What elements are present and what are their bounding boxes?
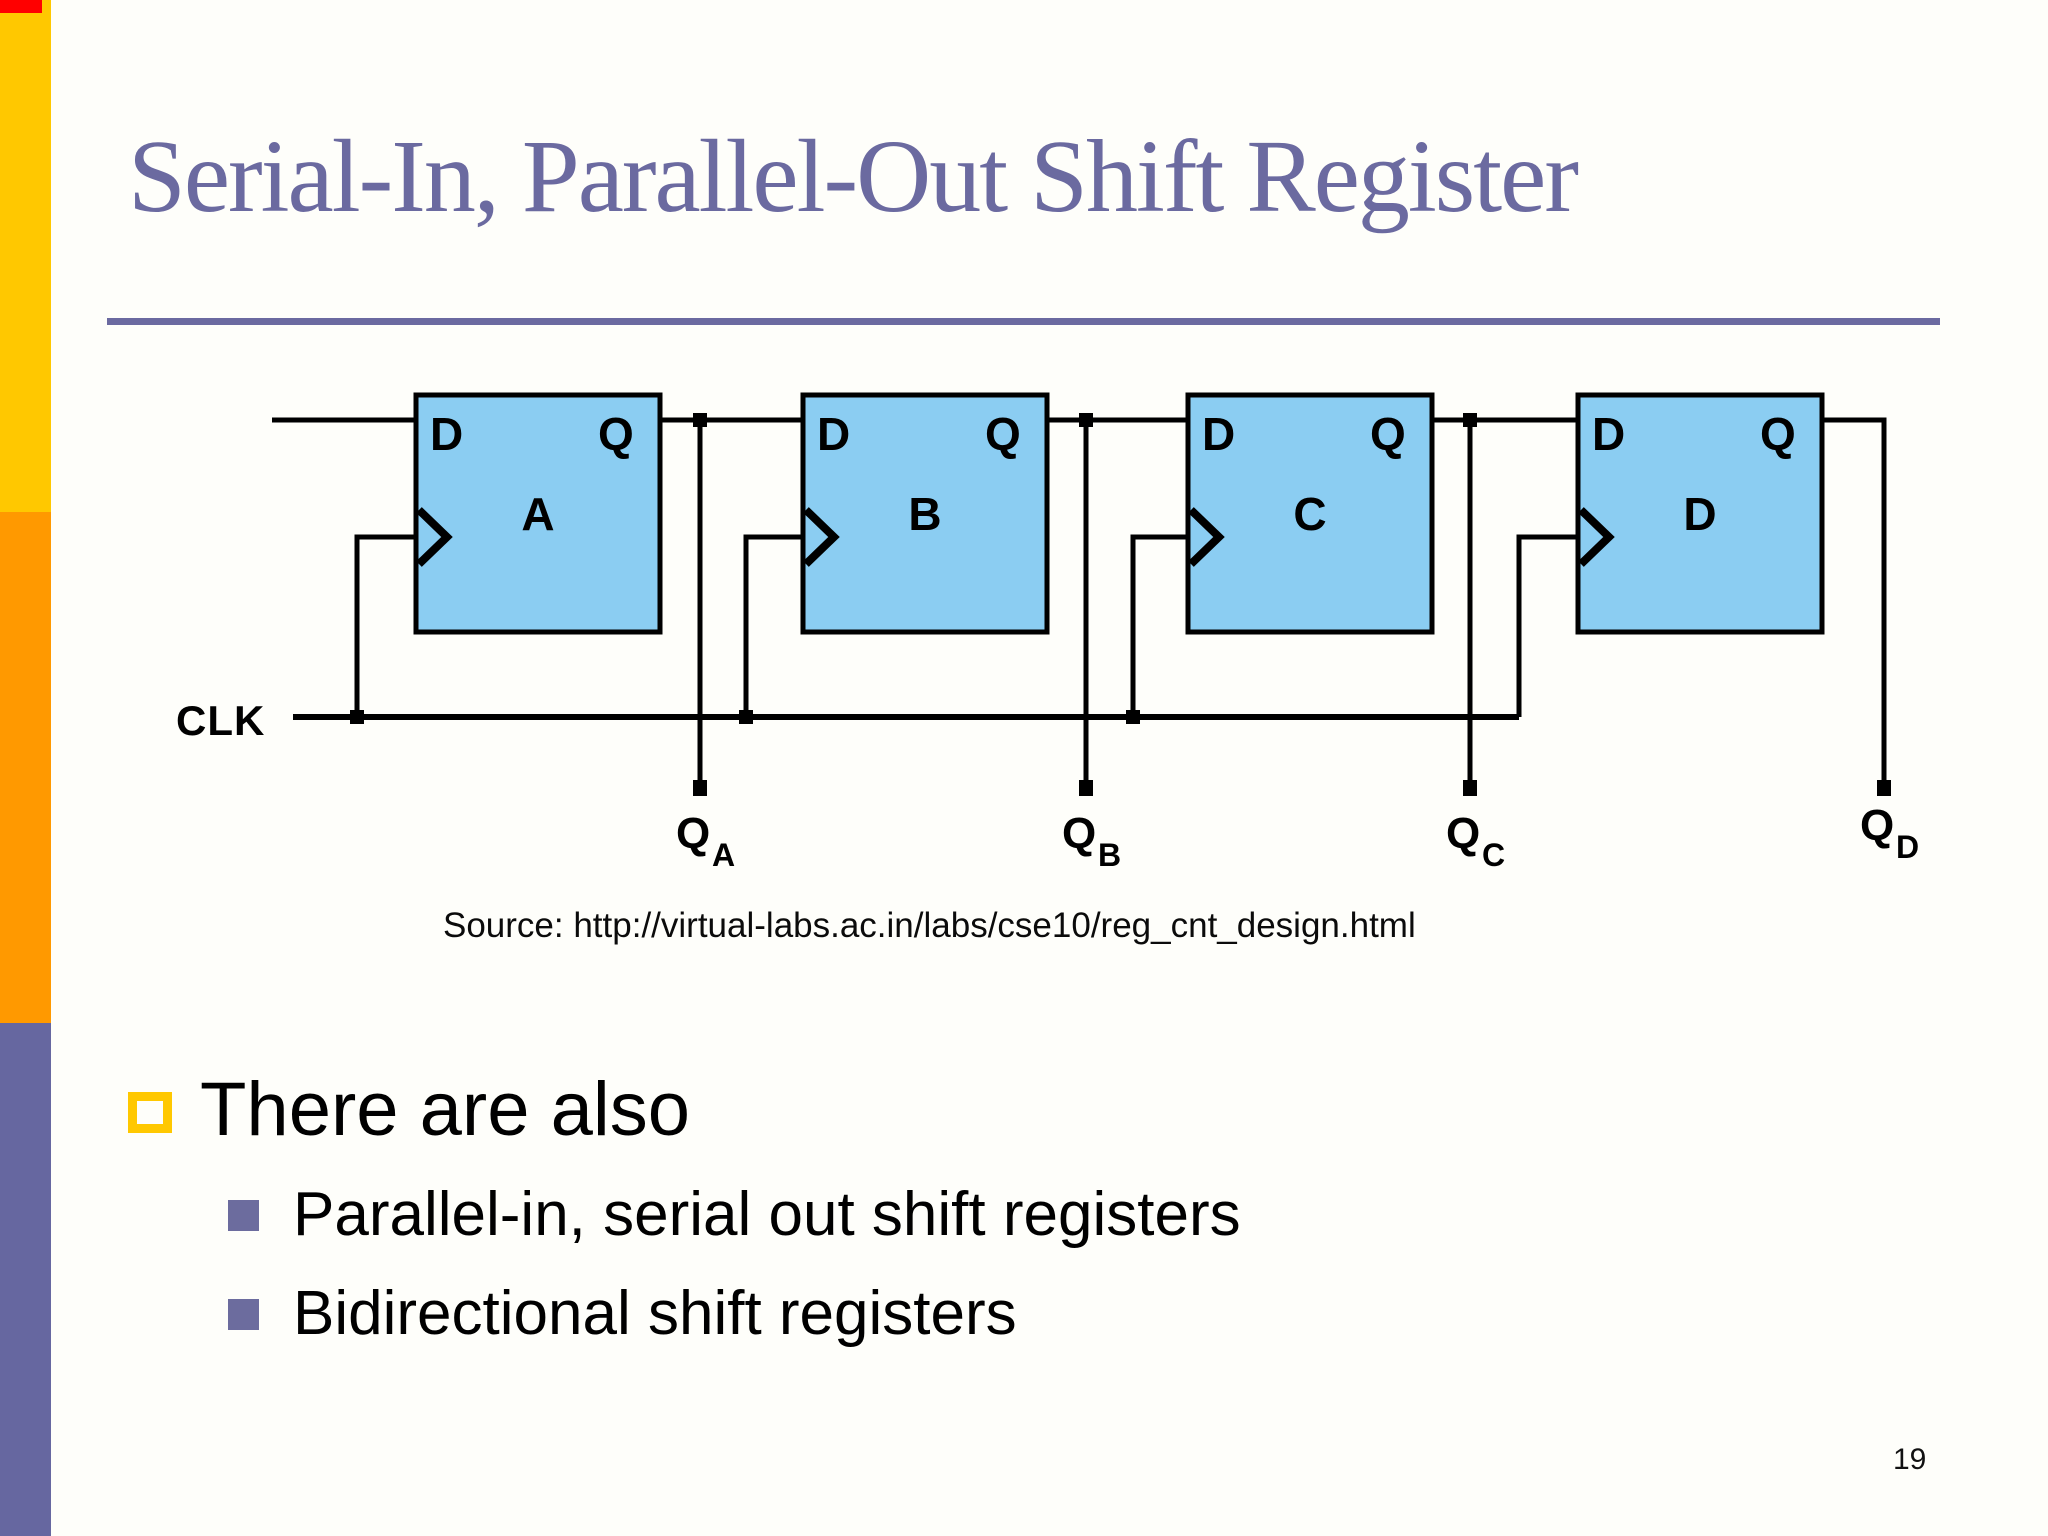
flipflop-d: D Q D <box>1575 392 1825 635</box>
output-label-qa-subscript: A <box>712 837 735 873</box>
flipflop-c-d-pin: D <box>1202 408 1235 460</box>
flipflop-b-body <box>800 392 1050 635</box>
sidebar-orange-segment <box>0 512 51 1023</box>
flipflop-b-letter: B <box>908 488 941 540</box>
flipflop-b-d-pin: D <box>817 408 850 460</box>
flipflop-c-body <box>1185 392 1435 635</box>
flipflop-a-letter: A <box>521 488 554 540</box>
source-caption: Source: http://virtual-labs.ac.in/labs/c… <box>443 906 1416 945</box>
flipflop-b-q-pin: Q <box>985 408 1021 460</box>
page-title: Serial-In, Parallel-Out Shift Register <box>128 119 1579 234</box>
flipflop-a: D Q A <box>413 392 663 635</box>
clock-edge-triangle-icon <box>803 507 840 567</box>
clock-branch-a <box>354 534 416 717</box>
sidebar-red-accent <box>0 0 42 13</box>
level2-bullet-text: Parallel-in, serial out shift registers <box>293 1180 1241 1249</box>
flipflop-c: D Q C <box>1185 392 1435 635</box>
flipflop-d-q-pin: Q <box>1760 408 1796 460</box>
level2-bullet-square-icon <box>228 1299 259 1330</box>
flipflop-c-q-pin: Q <box>1370 408 1406 460</box>
output-terminal-dot <box>1877 780 1891 796</box>
clock-edge-triangle-icon <box>416 507 453 567</box>
flipflop-a-body <box>413 392 663 635</box>
flipflop-c-letter: C <box>1293 488 1326 540</box>
flipflop-a-d-pin: D <box>430 408 463 460</box>
junction-dot <box>1079 413 1093 427</box>
output-label-qd: Q <box>1860 801 1894 850</box>
sidebar-accent-bar <box>0 0 51 1536</box>
clock-branch-d <box>1516 534 1578 717</box>
clock-branch-c <box>1130 534 1188 717</box>
title-underline <box>107 318 1940 325</box>
junction-dot <box>693 413 707 427</box>
output-terminal-dot <box>693 780 707 796</box>
level2-bullet-text: Bidirectional shift registers <box>293 1279 1017 1348</box>
output-label-qa: Q <box>676 809 710 858</box>
clock-edge-triangle-icon <box>1578 507 1615 567</box>
circuit-wires <box>272 417 1887 788</box>
junction-dots <box>350 413 1891 796</box>
sidebar-purple-segment <box>0 1023 51 1536</box>
output-label-qc: Q <box>1446 809 1480 858</box>
level1-bullet-text: There are also <box>200 1067 691 1152</box>
output-terminal-dot <box>1079 780 1093 796</box>
clock-branch-b <box>743 534 803 717</box>
clock-label: CLK <box>176 697 265 744</box>
level1-bullet-square-icon <box>128 1092 172 1133</box>
page-number: 19 <box>1893 1443 1927 1476</box>
junction-dot <box>739 710 753 724</box>
output-labels: Q A Q B Q C Q D <box>676 801 1919 873</box>
sidebar-yellow-segment <box>0 0 51 512</box>
junction-dot <box>350 710 364 724</box>
flipflop-a-q-pin: Q <box>598 408 634 460</box>
clock-edge-triangle-icon <box>1188 507 1225 567</box>
flipflop-d-letter: D <box>1683 488 1716 540</box>
junction-dot <box>1126 710 1140 724</box>
output-label-qb: Q <box>1062 809 1096 858</box>
junction-dot <box>1463 413 1477 427</box>
output-label-qc-subscript: C <box>1482 837 1505 873</box>
level2-bullet-square-icon <box>228 1200 259 1231</box>
flipflop-d-body <box>1575 392 1825 635</box>
output-label-qb-subscript: B <box>1098 837 1121 873</box>
flipflop-d-d-pin: D <box>1592 408 1625 460</box>
output-label-qd-subscript: D <box>1896 829 1919 865</box>
flipflop-b: D Q B <box>800 392 1050 635</box>
output-terminal-dot <box>1463 780 1477 796</box>
wire-d-output <box>1822 417 1887 788</box>
